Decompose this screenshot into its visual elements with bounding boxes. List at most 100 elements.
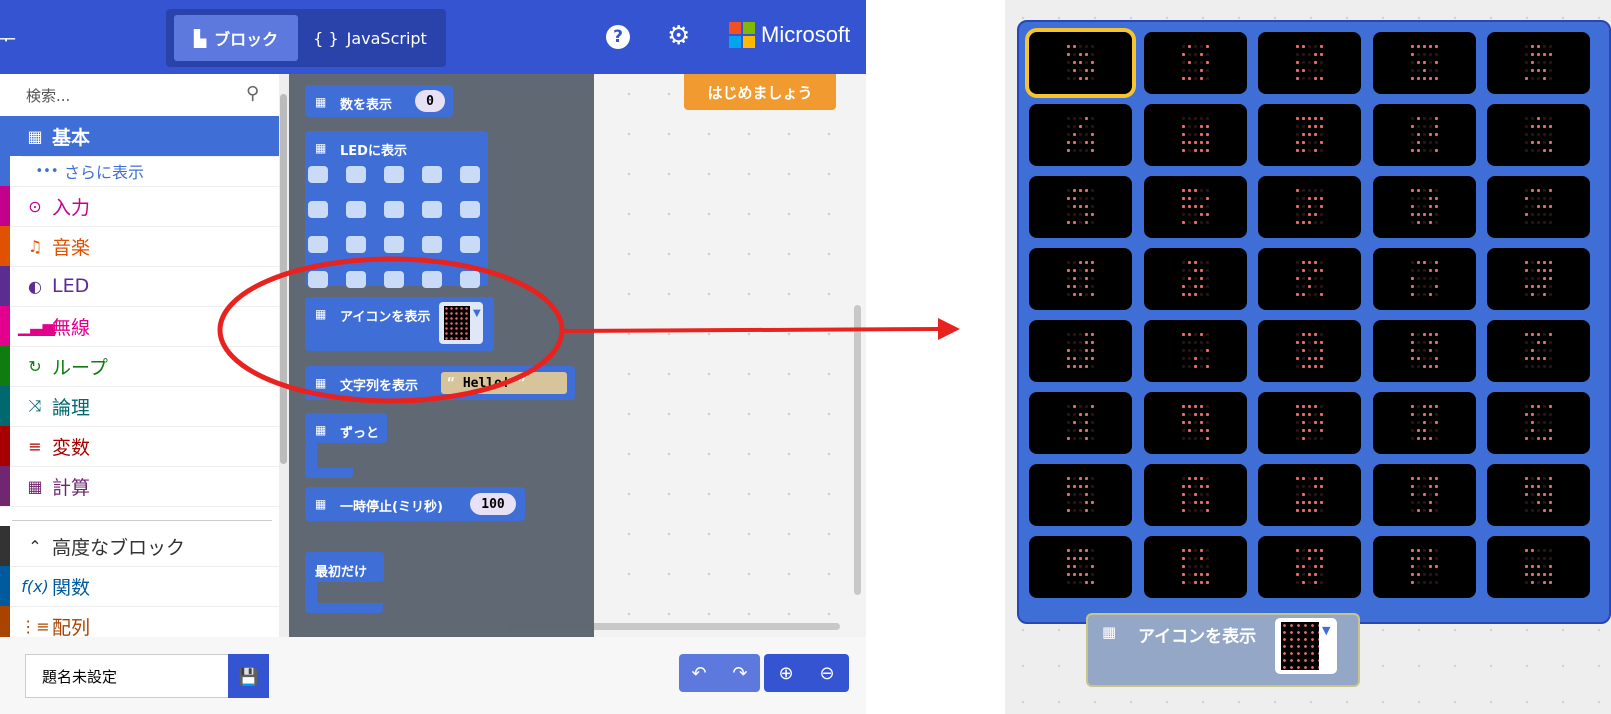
icon-option[interactable] (1487, 464, 1590, 526)
on-start-block[interactable]: 最初だけ (305, 552, 384, 582)
icon-option[interactable] (1143, 392, 1247, 454)
icon-option[interactable] (1487, 536, 1590, 598)
list-lines-icon: ≡ (28, 436, 42, 456)
icon-option[interactable] (1029, 248, 1132, 310)
icon-picker-panel (1017, 20, 1611, 624)
icon-option[interactable] (1372, 176, 1476, 238)
icon-option[interactable] (1143, 464, 1247, 526)
category-radio[interactable]: ▁▃▅ 無線 (0, 306, 279, 347)
help-icon[interactable]: ? (606, 25, 630, 49)
gear-icon[interactable]: ⚙ (667, 21, 691, 51)
icon-option[interactable] (1029, 464, 1132, 526)
icon-option[interactable] (1029, 392, 1132, 454)
icon-option[interactable] (1258, 32, 1361, 94)
icon-option[interactable] (1143, 536, 1247, 598)
category-basic-more[interactable]: ••• さらに表示 (0, 156, 279, 187)
icon-option[interactable] (1487, 104, 1590, 166)
icon-option[interactable] (1143, 176, 1247, 238)
javascript-mode-label: JavaScript (346, 28, 427, 48)
microsoft-brand-text: Microsoft (761, 22, 851, 47)
icon-option[interactable] (1029, 320, 1132, 382)
number-input[interactable]: 0 (415, 90, 445, 112)
icon-option[interactable] (1372, 248, 1476, 310)
icon-dropdown[interactable]: ▼ (1275, 618, 1337, 674)
save-button[interactable]: 💾 (228, 654, 269, 698)
category-advanced[interactable]: ⌃ 高度なブロック (0, 526, 279, 567)
icon-option[interactable] (1029, 536, 1132, 598)
category-music[interactable]: ♫ 音楽 (0, 226, 279, 267)
icon-option[interactable] (1258, 464, 1361, 526)
icon-dropdown[interactable]: ▼ (439, 302, 483, 344)
zoom-out-button[interactable]: ⊖ (807, 654, 847, 692)
header-left-glyph: ᅮ (0, 28, 17, 53)
pause-ms-input[interactable]: 100 (470, 493, 516, 515)
icon-option[interactable] (1143, 320, 1247, 382)
forever-block[interactable]: ▦ ずっと (305, 413, 387, 443)
icon-option[interactable] (1258, 536, 1361, 598)
icon-option[interactable] (1487, 248, 1590, 310)
category-math[interactable]: ▦ 計算 (0, 466, 279, 507)
category-basic[interactable]: ▦ 基本 (0, 116, 279, 157)
project-name-input[interactable]: 題名未設定 (25, 654, 231, 698)
icon-option[interactable] (1143, 104, 1247, 166)
puzzle-icon: ▙ (193, 28, 207, 48)
get-started-button[interactable]: はじめましょう (684, 74, 836, 110)
toolbox-scrollbar[interactable] (279, 74, 289, 637)
shuffle-icon: ⤨ (28, 396, 42, 415)
icon-option[interactable] (1143, 248, 1247, 310)
editor-mode-toggle: ▙ ブロック { } JavaScript (166, 9, 446, 67)
heart-preview-icon (444, 306, 470, 340)
icon-option[interactable] (1487, 392, 1590, 454)
string-input[interactable]: “ Hello! ” (441, 372, 567, 394)
toolbox-search[interactable]: 検索... ⚲ (0, 74, 279, 117)
icon-option[interactable] (1029, 32, 1132, 94)
project-name-value: 題名未設定 (42, 667, 118, 686)
signal-icon: ▁▃▅ (18, 316, 55, 336)
category-label: 無線 (52, 316, 91, 339)
icon-option[interactable] (1258, 176, 1361, 238)
icon-option[interactable] (1029, 104, 1132, 166)
category-label: 基本 (52, 126, 91, 149)
category-input[interactable]: ⊙ 入力 (0, 186, 279, 227)
javascript-mode-button[interactable]: { } JavaScript (300, 15, 440, 61)
category-label: 音楽 (52, 236, 91, 259)
category-functions[interactable]: f(x) 関数 (0, 566, 279, 607)
show-string-block[interactable]: ▦ 文字列を表示 “ Hello! ” (305, 366, 575, 400)
icon-option[interactable] (1372, 104, 1476, 166)
icon-option[interactable] (1372, 464, 1476, 526)
target-icon: ⊙ (28, 196, 42, 216)
dropdown-arrow-icon: ▼ (1322, 624, 1331, 637)
heart-preview-icon (1281, 622, 1319, 670)
show-icon-block-zoomed[interactable]: ▦ アイコンを表示 ▼ (1086, 613, 1360, 687)
icon-option[interactable] (1487, 32, 1590, 94)
category-led[interactable]: ◐ LED (0, 266, 279, 307)
undo-button[interactable]: ↶ (679, 654, 719, 692)
search-icon[interactable]: ⚲ (246, 83, 260, 104)
category-variables[interactable]: ≡ 変数 (0, 426, 279, 467)
zoom-in-button[interactable]: ⊕ (766, 654, 806, 692)
icon-option[interactable] (1487, 176, 1590, 238)
icon-option[interactable] (1372, 536, 1476, 598)
category-loops[interactable]: ↻ ループ (0, 346, 279, 387)
icon-option[interactable] (1372, 32, 1476, 94)
icon-option[interactable] (1258, 104, 1361, 166)
workspace-vertical-scrollbar[interactable] (854, 305, 861, 595)
pause-block[interactable]: ▦ 一時停止(ミリ秒) 100 (305, 487, 525, 521)
icon-option[interactable] (1258, 320, 1361, 382)
toolbox-divider (12, 520, 272, 521)
show-icon-block[interactable]: ▦ アイコンを表示 ▼ (305, 297, 494, 351)
block-label: 最初だけ (315, 565, 368, 580)
icon-option[interactable] (1258, 392, 1361, 454)
category-label: 論理 (52, 396, 91, 419)
icon-option[interactable] (1487, 320, 1590, 382)
icon-option[interactable] (1372, 320, 1476, 382)
workspace-horizontal-scrollbar[interactable] (508, 623, 840, 630)
show-number-block[interactable]: ▦ 数を表示 0 (305, 85, 453, 117)
blocks-mode-button[interactable]: ▙ ブロック (174, 15, 298, 61)
category-logic[interactable]: ⤨ 論理 (0, 386, 279, 427)
redo-button[interactable]: ↷ (720, 654, 760, 692)
icon-option[interactable] (1372, 392, 1476, 454)
icon-option[interactable] (1258, 248, 1361, 310)
icon-option[interactable] (1143, 32, 1247, 94)
icon-option[interactable] (1029, 176, 1132, 238)
